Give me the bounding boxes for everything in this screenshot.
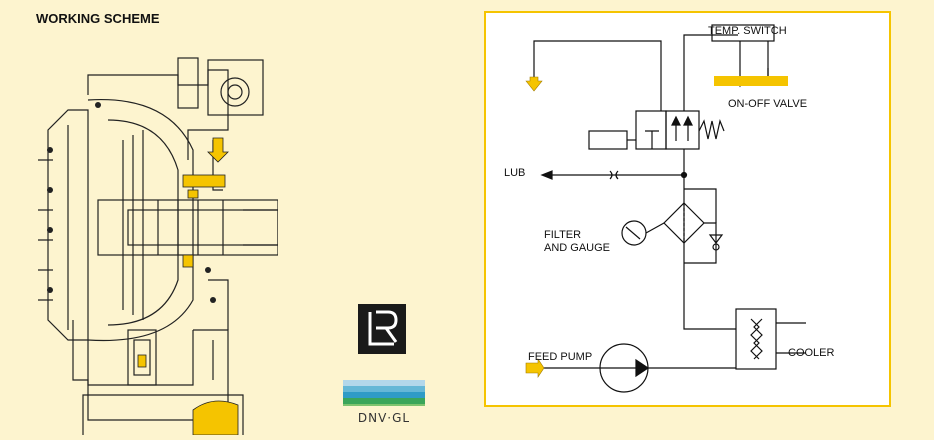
cooler-label: COOLER [788,347,835,359]
dnv-gl-wordmark: DNV·GL [357,411,411,425]
hydraulic-circuit-diagram [525,24,806,393]
coupling-cross-section-drawing [38,57,278,435]
feed-pump-label: FEED PUMP [528,351,593,363]
on-off-valve-label: ON-OFF VALVE [728,98,808,110]
filter-and-gauge-label: FILTER AND GAUGE [544,229,611,254]
lub-label: LUB [504,167,526,179]
page-title: WORKING SCHEME [36,11,160,26]
hydraulic-scheme-panel: TEMP. SWITCH ON-OFF VALVE LUB FILTER AND… [484,11,891,407]
temp-switch-label: TEMP. SWITCH [708,25,787,37]
lr-logo [358,304,406,354]
dnv-gl-logo [343,380,425,406]
